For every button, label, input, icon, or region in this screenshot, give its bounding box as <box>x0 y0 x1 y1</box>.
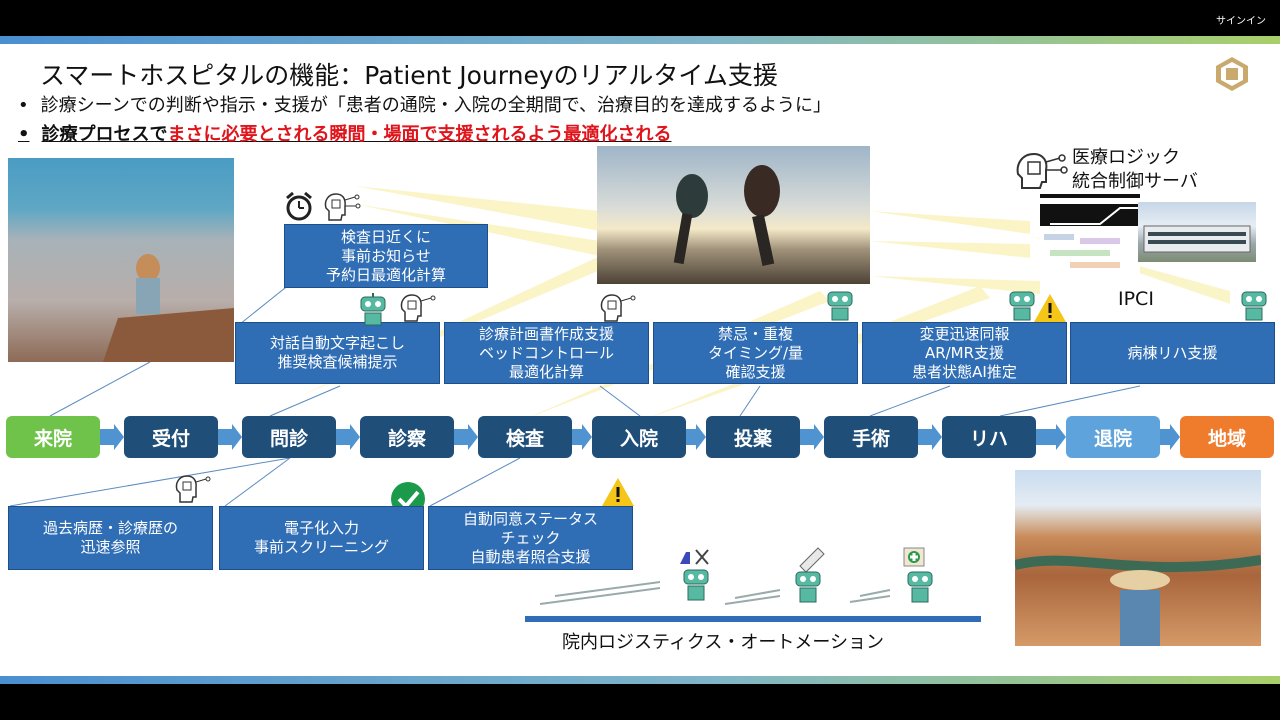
ipci-label: IPCI <box>1118 288 1154 310</box>
ai-head-icon-plan <box>600 294 636 322</box>
box-history: 過去病歴・診療歴の迅速参照 <box>8 506 213 570</box>
robot-icon-logistics-3 <box>903 547 933 603</box>
ai-head-icon-history <box>175 475 211 503</box>
hospital-building-image <box>1138 202 1256 262</box>
alarm-clock-icon <box>286 191 312 221</box>
step-medication: 投薬 <box>706 416 800 458</box>
step-examination: 検査 <box>478 416 572 458</box>
step-rehab: リハ <box>942 416 1036 458</box>
step-community: 地域 <box>1180 416 1274 458</box>
bullet-1: •診療シーンでの判断や指示・支援が「患者の通院・入院の全期間で、治療目的を達成す… <box>18 95 832 116</box>
server-dashboard-image <box>1040 194 1140 280</box>
bullet-2: •診療プロセスでまさに必要とされる瞬間・場面で支援されるよう最適化される <box>18 124 672 145</box>
step-reception: 受付 <box>124 416 218 458</box>
top-bar: サインイン <box>0 0 1280 36</box>
server-label: 医療ロジック 統合制御サーバ <box>1072 147 1198 192</box>
step-arrows <box>100 424 1180 450</box>
robot-icon-medication <box>827 291 853 321</box>
box-rehab: 病棟リハ支援 <box>1070 322 1275 384</box>
robot-icon-logistics-1 <box>680 549 709 601</box>
slide-title: スマートホスピタルの機能：Patient Journeyのリアルタイム支援 <box>40 61 778 90</box>
box-medication: 禁忌・重複タイミング/量確認支援 <box>653 322 858 384</box>
step-consultation: 診察 <box>360 416 454 458</box>
ai-head-icon-reminder <box>324 193 361 221</box>
step-admission: 入院 <box>592 416 686 458</box>
top-stripe <box>0 36 1280 44</box>
warning-icon-surgery <box>1034 294 1066 322</box>
runners-photo <box>597 146 870 284</box>
canyon-photo <box>1015 470 1261 646</box>
seaside-photo <box>8 158 234 362</box>
box-interview: 対話自動文字起こし推奨検査候補提示 <box>235 322 440 384</box>
slide: スマートホスピタルの機能：Patient Journeyのリアルタイム支援 •診… <box>0 36 1280 684</box>
hospital-logo-icon <box>1216 57 1248 91</box>
logistics-label: 院内ロジスティクス・オートメーション <box>562 632 885 653</box>
logistics-rail <box>525 616 981 622</box>
step-discharge: 退院 <box>1066 416 1160 458</box>
warning-icon-consent <box>602 478 634 506</box>
robot-icon-surgery <box>1009 291 1035 321</box>
box-consent: 自動同意ステータスチェック自動患者照合支援 <box>428 506 633 570</box>
robot-icon-rehab <box>1241 291 1267 321</box>
step-arrival: 来院 <box>6 416 100 458</box>
bullet-2-highlight: まさに必要とされる瞬間・場面で支援されるよう最適化される <box>167 124 672 145</box>
ai-head-icon <box>1016 152 1068 189</box>
logistics-robots <box>539 581 891 605</box>
signin-button[interactable]: サインイン <box>1216 16 1266 27</box>
box-screening: 電子化入力事前スクリーニング <box>219 506 424 570</box>
step-surgery: 手術 <box>824 416 918 458</box>
robot-icon-interview <box>360 293 386 326</box>
box-plan: 診療計画書作成支援ベッドコントロール最適化計算 <box>444 322 649 384</box>
box-reminder: 検査日近くに事前お知らせ予約日最適化計算 <box>284 224 488 288</box>
bottom-stripe <box>0 676 1280 684</box>
ai-head-icon-interview <box>400 294 436 322</box>
step-interview: 問診 <box>242 416 336 458</box>
robot-icon-logistics-2 <box>795 547 825 603</box>
